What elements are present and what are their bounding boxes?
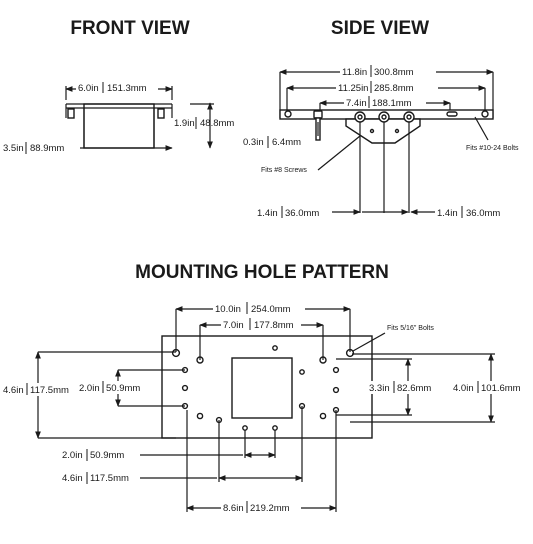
mounting-hole (299, 369, 305, 375)
front-width-in: 6.0in (78, 83, 99, 94)
pattern-left-inner-in: 2.0in (79, 383, 100, 394)
pattern-right-outer-in: 4.0in (453, 383, 474, 394)
mounting-hole (272, 345, 278, 351)
side-spacing-right-in: 1.4in (437, 208, 458, 219)
mounting-hole (332, 386, 340, 394)
mounting-hole (242, 425, 248, 431)
side-inner-span-mm: 188.1mm (372, 98, 412, 109)
side-overall-in: 11.8in (342, 67, 367, 78)
side-offset-in: 0.3in (243, 137, 264, 148)
side-offset-mm: 6.4mm (272, 137, 301, 148)
pattern-bottom-1-mm: 50.9mm (90, 450, 124, 461)
side-bolt-span-in: 11.25in (338, 83, 368, 94)
pattern-left-outer-mm: 117.5mm (30, 385, 69, 396)
side-bolts-note: Fits #10-24 Bolts (466, 145, 519, 152)
side-screws-note: Fits #8 Screws (261, 167, 307, 174)
pattern-bottom-3-in: 8.6in (223, 503, 244, 514)
pattern-top-outer-in: 10.0in (215, 304, 241, 315)
mounting-hole (319, 412, 327, 420)
side-bracket-part (279, 109, 494, 144)
side-spacing-right-mm: 36.0mm (466, 208, 500, 219)
mounting-hole (272, 425, 278, 431)
mounting-plate (161, 335, 373, 439)
pattern-top-inner-mm: 177.8mm (254, 320, 294, 331)
mounting-hole (196, 412, 204, 420)
side-view-title: SIDE VIEW (331, 18, 429, 39)
side-spacing-left-in: 1.4in (257, 208, 278, 219)
pattern-left-outer-in: 4.6in (3, 385, 24, 396)
side-spacing-left-mm: 36.0mm (285, 208, 319, 219)
front-view: FRONT VIEW 6.0in 151.3mm 1.9in 48.8mm (3, 18, 234, 154)
front-bracket-part (65, 103, 173, 149)
pattern-right-inner-mm: 82.6mm (397, 383, 431, 394)
front-height-mm: 48.8mm (200, 118, 234, 129)
pattern-bolts-note: Fits 5/16" Bolts (387, 325, 434, 332)
pattern-right-inner-in: 3.3in (369, 383, 390, 394)
side-view: SIDE VIEW 11.8in 300.8mm 11.25in 285.8mm… (243, 18, 519, 219)
pattern-bottom-2-mm: 117.5mm (90, 473, 129, 484)
pattern-bottom-1-in: 2.0in (62, 450, 83, 461)
pattern-top-outer-mm: 254.0mm (251, 304, 291, 315)
hole-pattern-title: MOUNTING HOLE PATTERN (135, 262, 389, 283)
mounting-hole (181, 384, 189, 392)
front-height-in: 1.9in (174, 118, 195, 129)
pattern-bottom-2-in: 4.6in (62, 473, 83, 484)
front-width-mm: 151.3mm (107, 83, 147, 94)
pattern-right-outer-mm: 101.6mm (481, 383, 521, 394)
side-overall-mm: 300.8mm (374, 67, 414, 78)
mounting-hole (332, 366, 340, 374)
front-depth-in: 3.5in (3, 143, 24, 154)
front-view-title: FRONT VIEW (70, 18, 189, 39)
side-bolt-span-mm: 285.8mm (374, 83, 414, 94)
pattern-bottom-3-mm: 219.2mm (250, 503, 290, 514)
hole-pattern: MOUNTING HOLE PATTERN 10.0in 254.0mm 7.0… (2, 262, 531, 514)
front-depth-mm: 88.9mm (30, 143, 64, 154)
side-inner-span-in: 7.4in (346, 98, 367, 109)
pattern-top-inner-in: 7.0in (223, 320, 244, 331)
pattern-left-inner-mm: 50.9mm (106, 383, 140, 394)
